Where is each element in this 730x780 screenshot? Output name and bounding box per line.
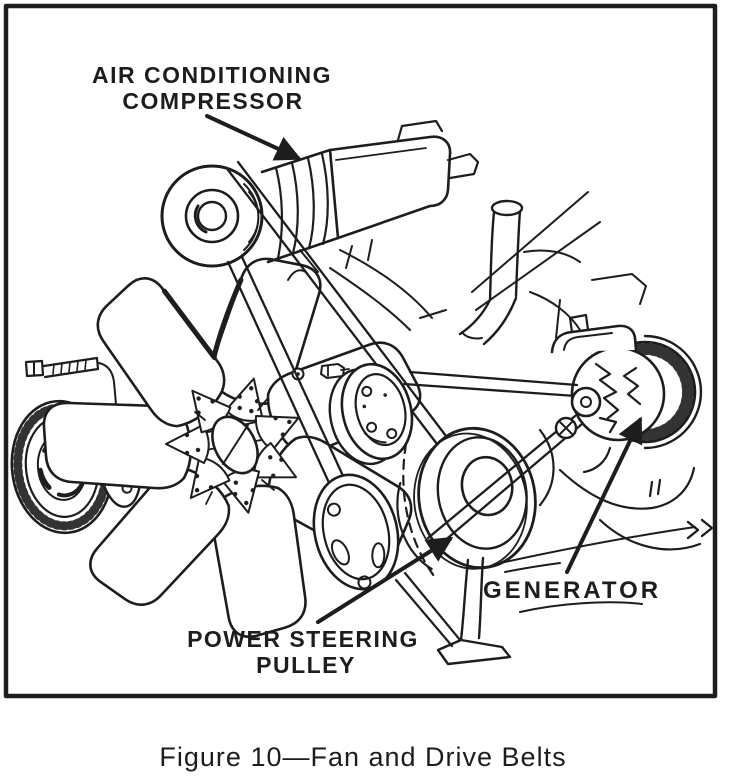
figure-caption: Figure 10—Fan and Drive Belts bbox=[159, 742, 566, 772]
fan-mounting-bolt bbox=[24, 356, 119, 427]
generator-belt bbox=[402, 370, 602, 550]
fan-blade bbox=[42, 401, 210, 490]
generator-underline bbox=[519, 601, 643, 613]
engine-block-details bbox=[299, 191, 714, 573]
compressor-arrow bbox=[205, 114, 302, 161]
compressor-label-line2: COMPRESSOR bbox=[122, 88, 303, 114]
engine-support-bracket bbox=[394, 556, 512, 666]
figure-border bbox=[3, 3, 718, 699]
crankshaft-pulley bbox=[312, 473, 400, 591]
fan-blade bbox=[210, 468, 307, 638]
power-steering-arrow bbox=[316, 536, 454, 624]
generator-pulley bbox=[570, 386, 602, 418]
label-air-conditioning-compressor: AIR CONDITIONING COMPRESSOR bbox=[92, 62, 332, 161]
hidden-belt-dashed bbox=[402, 442, 436, 578]
compressor-crank-belt bbox=[226, 255, 346, 487]
label-power-steering-pulley: POWER STEERING PULLEY bbox=[187, 536, 454, 678]
fan-hub bbox=[194, 397, 275, 505]
power-steering-label-line1: POWER STEERING bbox=[187, 626, 419, 652]
compressor-pulley bbox=[160, 164, 264, 268]
ac-compressor bbox=[160, 119, 480, 269]
label-generator: GENERATOR bbox=[483, 416, 661, 613]
water-pump-pulley bbox=[328, 362, 414, 466]
generator-label: GENERATOR bbox=[483, 577, 661, 604]
power-steering-label-line2: PULLEY bbox=[256, 652, 356, 678]
fan-blade bbox=[89, 456, 231, 606]
generator-arrow bbox=[565, 416, 643, 574]
compressor-label-line1: AIR CONDITIONING bbox=[92, 62, 332, 88]
